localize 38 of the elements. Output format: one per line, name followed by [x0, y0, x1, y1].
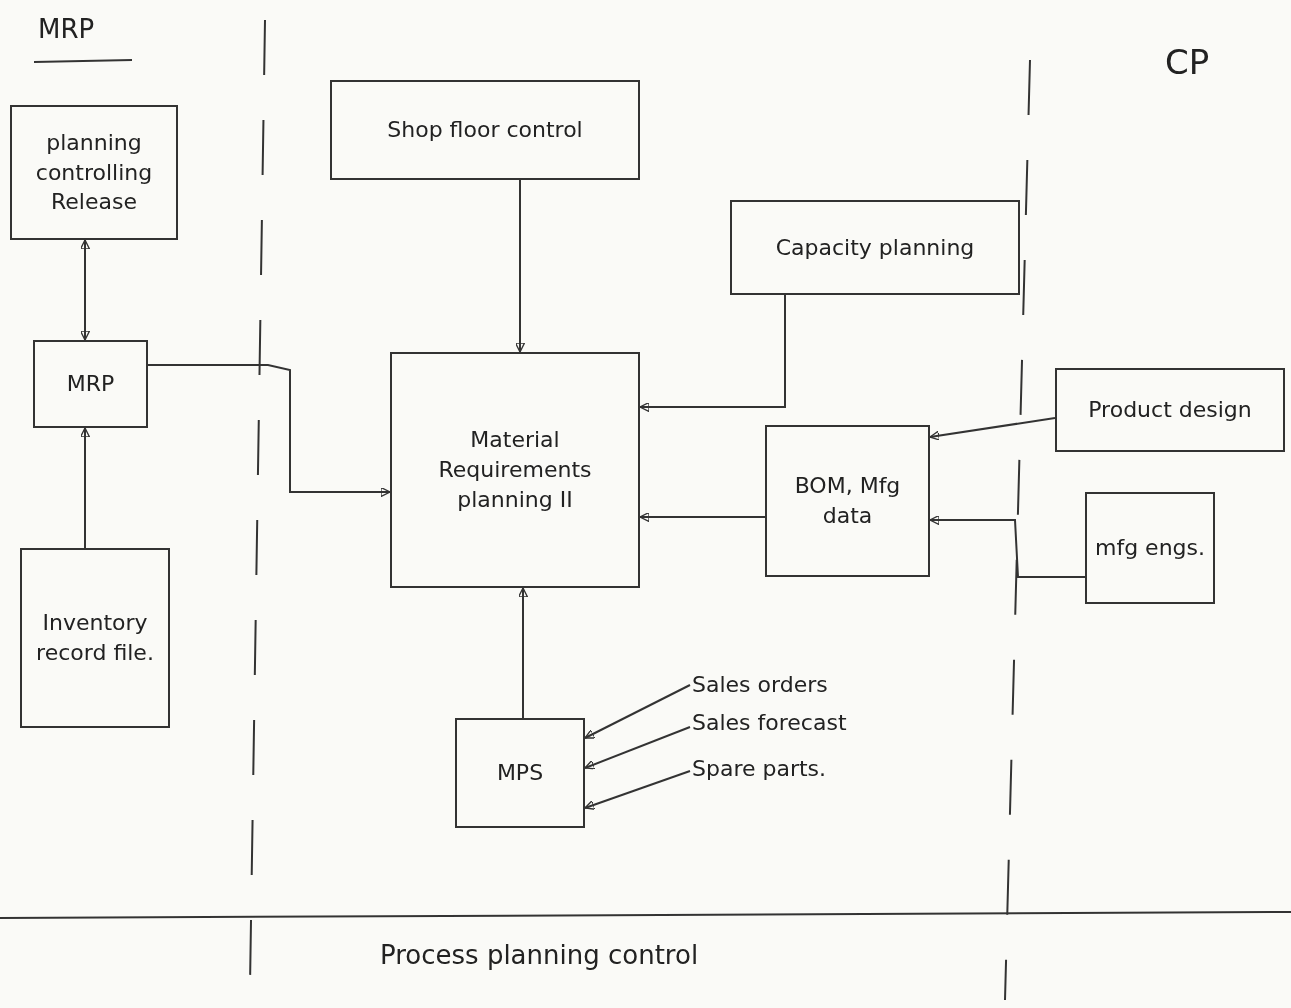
- arrow: [584, 684, 691, 739]
- arrow: [79, 427, 91, 549]
- arrow: [929, 417, 1056, 441]
- process-box: [765, 425, 930, 577]
- process-box: [330, 80, 640, 180]
- process-box: [1055, 368, 1285, 452]
- process-box: [730, 200, 1020, 295]
- box-label: MPS: [496, 759, 544, 788]
- box-label: Capacity planning: [775, 233, 975, 262]
- column-heading: MRP: [38, 14, 95, 44]
- box-label: Inventory record file.: [35, 609, 155, 667]
- box-label: mfg engs.: [1094, 534, 1205, 563]
- box-label: Product design: [1088, 396, 1252, 425]
- arrow: [929, 514, 1086, 578]
- arrow: [584, 726, 691, 770]
- arrow: [639, 294, 786, 413]
- process-box: [10, 105, 178, 240]
- arrow: [639, 511, 766, 523]
- arrow: [79, 239, 91, 341]
- input-label: Sales orders: [692, 671, 828, 700]
- arrow: [584, 770, 691, 810]
- box-label: Material Requirements planning II: [437, 426, 593, 514]
- box-label: MRP: [66, 370, 115, 399]
- arrow: [517, 587, 529, 719]
- process-box: [390, 352, 640, 588]
- arrow: [514, 179, 526, 353]
- section-label: Process planning control: [380, 940, 699, 970]
- input-label: Spare parts.: [692, 755, 827, 784]
- box-label: Shop floor control: [387, 116, 583, 145]
- box-label: planning controlling Release: [34, 128, 154, 217]
- process-box: [455, 718, 585, 828]
- column-heading: CP: [1165, 42, 1210, 82]
- input-label: Sales forecast: [692, 709, 847, 738]
- process-box: [33, 340, 148, 428]
- arrow: [147, 364, 391, 498]
- process-box: [20, 548, 170, 728]
- box-label: BOM, Mfg data: [793, 472, 902, 530]
- process-box: [1085, 492, 1215, 604]
